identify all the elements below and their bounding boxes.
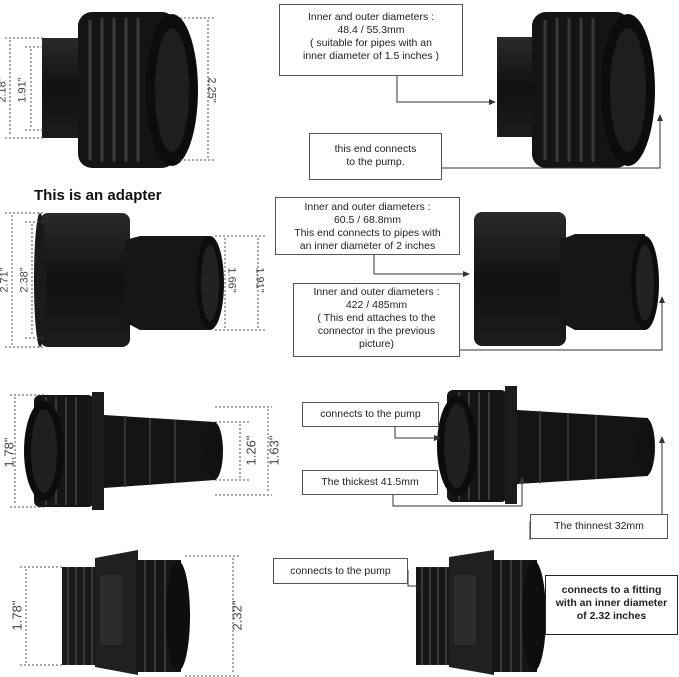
callout-row4-pump: connects to the pump bbox=[273, 558, 408, 584]
dim-row2-outer: 2.71" bbox=[0, 267, 11, 293]
hose-barb-right bbox=[437, 386, 655, 504]
callout-row2-bottom: Inner and outer diameters :422 / 485mm( … bbox=[293, 283, 460, 357]
hex-nipple-left bbox=[62, 550, 190, 675]
callout-row1-diameters: Inner and outer diameters :48.4 / 55.3mm… bbox=[279, 4, 463, 76]
reducer-adapter-left bbox=[34, 213, 224, 347]
hose-barb-left bbox=[24, 392, 223, 510]
union-adapter-left bbox=[42, 12, 198, 168]
hex-nipple-right bbox=[416, 550, 546, 675]
dim-row2-small-outer: 1.91" bbox=[253, 267, 266, 293]
dim-row3-thread: 1.78" bbox=[1, 437, 17, 468]
dim-row2-inner: 2.38" bbox=[18, 267, 31, 293]
dim-row3-barb-small: 1.26" bbox=[243, 435, 259, 466]
callout-row3-thickest: The thickest 41.5mm bbox=[302, 470, 438, 495]
callout-row3-pump: connects to the pump bbox=[302, 402, 439, 427]
dim-row2-small-inner: 1.66" bbox=[225, 267, 238, 293]
dim-row1-nut: 2.25" bbox=[205, 77, 218, 103]
dim-row1-inner: 1.91" bbox=[16, 77, 29, 103]
dim-row4-left: 1.78" bbox=[9, 600, 25, 631]
callout-row2-top: Inner and outer diameters :60.5 / 68.8mm… bbox=[275, 197, 460, 255]
dim-row3-barb-large: 1.63" bbox=[266, 435, 282, 466]
callout-arrowheads bbox=[434, 99, 665, 483]
dimension-lines bbox=[5, 17, 272, 677]
dim-row4-right: 2.32" bbox=[229, 600, 245, 631]
adapter-heading: This is an adapter bbox=[34, 187, 162, 204]
callout-row3-thinnest: The thinnest 32mm bbox=[530, 514, 668, 539]
reducer-adapter-right bbox=[474, 212, 659, 346]
dim-row1-outer: 2.18" bbox=[0, 77, 9, 103]
union-adapter-right bbox=[497, 12, 655, 168]
